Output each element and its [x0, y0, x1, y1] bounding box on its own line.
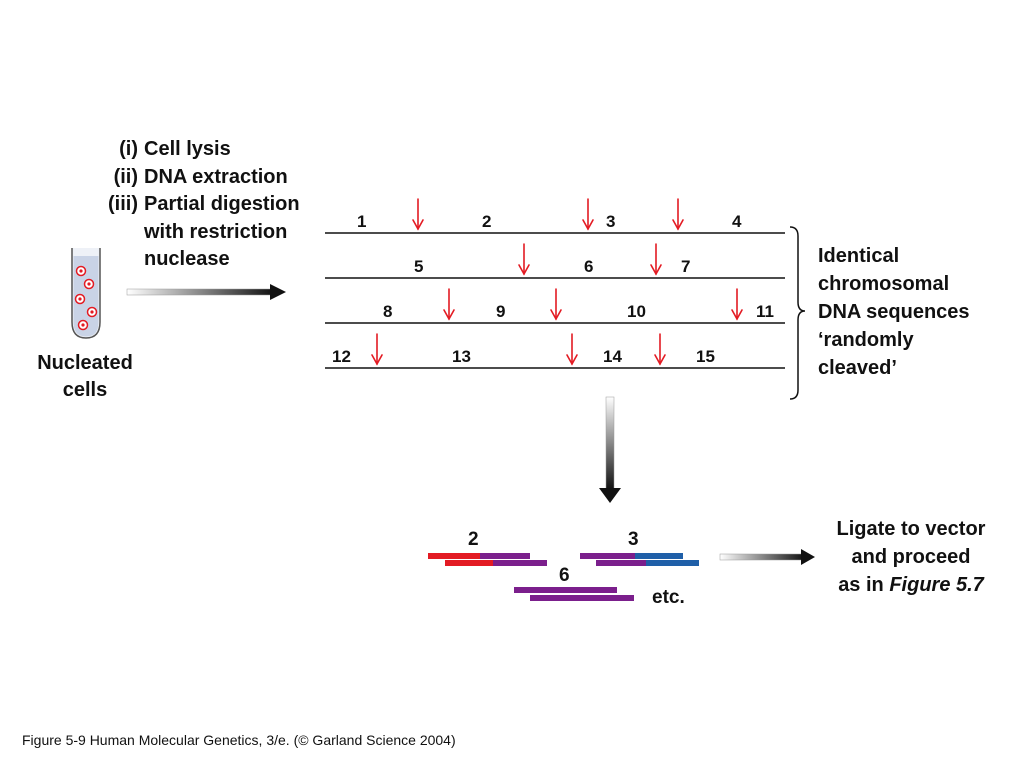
step-1: (i) Cell lysis: [100, 136, 300, 164]
ligate-label-text: as in: [838, 574, 890, 596]
brace-label-line: chromosomal: [818, 273, 950, 295]
cut-arrow-icon: [550, 288, 562, 321]
segment-label: 15: [696, 347, 715, 366]
step-3-cont-1: with restriction: [100, 219, 300, 247]
fragment-3: [580, 553, 699, 566]
fragment-label: 2: [468, 529, 479, 550]
step-text: nuclease: [144, 248, 230, 270]
segment-label: 13: [452, 347, 471, 366]
segment-label: 6: [584, 257, 593, 276]
fragment-2: [428, 553, 547, 566]
cut-sites: [371, 198, 743, 366]
ligate-label-line: Ligate to vector: [836, 518, 986, 540]
cut-arrow-icon: [672, 198, 684, 231]
step-text: DNA extraction: [144, 165, 288, 188]
segment-label: 8: [383, 302, 392, 321]
segment-label: 9: [496, 302, 505, 321]
cells-label-line: Nucleated: [37, 352, 133, 374]
brace-icon: [789, 226, 806, 400]
step-2: (ii) DNA extraction: [100, 164, 300, 192]
segment-label: 3: [606, 212, 615, 231]
cut-arrow-icon: [371, 333, 383, 366]
nucleated-cells-label: Nucleated cells: [20, 350, 150, 404]
cut-arrow-icon: [582, 198, 594, 231]
cut-arrow-icon: [650, 243, 662, 276]
cut-arrow-icon: [443, 288, 455, 321]
brace-label-line: cleaved’: [818, 357, 897, 379]
ligate-label-line: and proceed: [851, 546, 971, 568]
segment-label: 1: [357, 212, 366, 231]
identical-sequences-label: Identical chromosomal DNA sequences ‘ran…: [818, 242, 970, 382]
process-arrow-icon: [126, 284, 286, 300]
ligate-label-line: as in Figure 5.7: [820, 571, 1002, 599]
step-3: (iii) Partial digestion: [100, 191, 300, 219]
etc-label: etc.: [652, 587, 685, 608]
step-number: (ii): [113, 165, 138, 188]
segment-label: 10: [627, 302, 646, 321]
segment-label: 12: [332, 347, 351, 366]
segment-label: 2: [482, 212, 491, 231]
down-arrow-icon: [599, 396, 621, 503]
ligate-label: Ligate to vector and proceed as in Figur…: [820, 515, 1002, 599]
segment-label: 11: [756, 302, 774, 321]
step-text: Cell lysis: [144, 138, 231, 160]
cut-arrow-icon: [412, 198, 424, 231]
cut-arrow-icon: [518, 243, 530, 276]
segment-label: 7: [681, 257, 690, 276]
cut-arrow-icon: [566, 333, 578, 366]
test-tube-icon: [71, 248, 101, 339]
brace-label-line: DNA sequences: [818, 301, 970, 323]
procedure-steps: (i) Cell lysis (ii) DNA extraction (iii)…: [100, 136, 300, 274]
step-3-cont-2: nuclease: [100, 246, 300, 274]
step-text: with restriction: [144, 220, 288, 243]
brace-label-line: Identical: [818, 245, 900, 267]
ligate-arrow-icon: [719, 549, 815, 565]
dna-lines: [325, 232, 785, 369]
brace-label-line: ‘randomly: [818, 329, 914, 351]
segment-label: 5: [414, 257, 423, 276]
cut-arrow-icon: [731, 288, 743, 321]
figure-caption: Figure 5-9 Human Molecular Genetics, 3/e…: [22, 732, 456, 748]
fragment-label: 3: [628, 529, 639, 550]
figure-reference: Figure 5.7: [889, 574, 984, 596]
cut-arrow-icon: [654, 333, 666, 366]
step-number: (iii): [108, 193, 138, 215]
fragment-labels: 2 3 6 etc.: [468, 529, 685, 608]
segment-label: 14: [603, 347, 622, 366]
step-number: (i): [119, 138, 138, 160]
fragment-6: [514, 587, 634, 601]
segment-labels: 1 2 3 4 5 6 7 8 9 10 11 12 13 14 15: [332, 212, 774, 366]
fragment-label: 6: [559, 565, 570, 586]
cells-label-line: cells: [62, 379, 108, 401]
segment-label: 4: [732, 212, 742, 231]
step-text: Partial digestion: [144, 193, 300, 215]
